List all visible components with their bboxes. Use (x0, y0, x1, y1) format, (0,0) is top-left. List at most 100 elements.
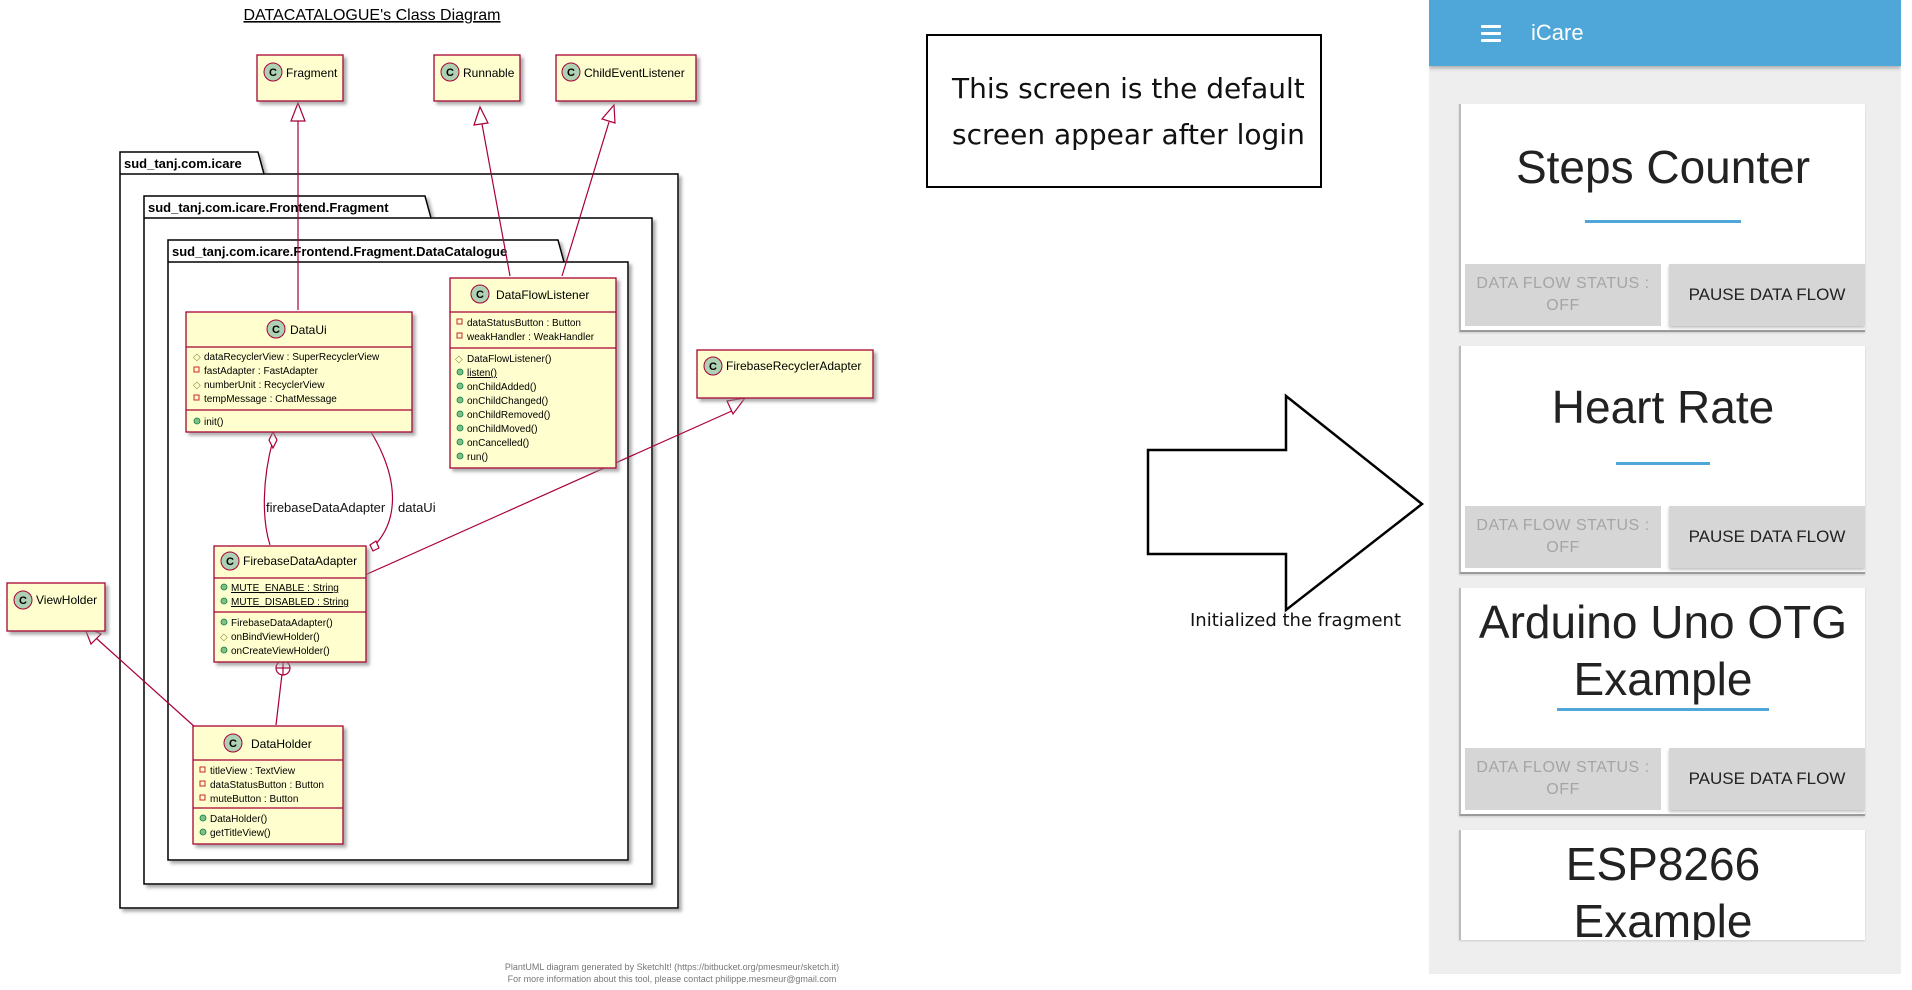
app-title: iCare (1531, 20, 1584, 45)
card-esp8266: ESP8266 Example (1459, 830, 1865, 940)
method: onChildAdded() (467, 382, 537, 393)
method: run() (467, 452, 488, 463)
card-buttons: DATA FLOW STATUS :OFF PAUSE DATA FLOW (1465, 506, 1865, 568)
pause-data-flow-button[interactable]: PAUSE DATA FLOW (1669, 506, 1865, 568)
class-firebase-recycler-adapter: C FirebaseRecyclerAdapter (696, 349, 874, 399)
class-icon: C (269, 67, 277, 79)
class-diagram: DATACATALOGUE's Class Diagram sud_tanj.c… (6, 7, 874, 984)
card-title: Arduino Uno OTG Example (1478, 596, 1848, 705)
class-data-flow-listener: C DataFlowListener dataStatusButton : Bu… (449, 277, 617, 469)
method: onBindViewHolder() (231, 632, 320, 643)
field: dataRecyclerView : SuperRecyclerView (204, 352, 380, 363)
diagram-title: DATACATALOGUE's Class Diagram (243, 7, 500, 24)
data-flow-status-button[interactable]: DATA FLOW STATUS :OFF (1465, 506, 1661, 568)
title-underline (1557, 708, 1769, 711)
svg-text:◇: ◇ (220, 632, 228, 643)
footer-line: For more information about this tool, pl… (508, 974, 837, 984)
hamburger-menu-icon[interactable] (1481, 24, 1501, 42)
method: DataFlowListener() (467, 354, 551, 365)
field: dataStatusButton : Button (467, 318, 581, 329)
class-fragment: C Fragment (256, 54, 344, 102)
generalization-line (481, 123, 511, 277)
aggregation-line (263, 439, 274, 546)
card-arduino-uno-otg: Arduino Uno OTG Example DATA FLOW STATUS… (1459, 588, 1865, 816)
footer-line: PlantUML diagram generated by SketchIt! … (505, 962, 839, 972)
package-label: sud_tanj.com.icare (124, 156, 242, 171)
method: onChildRemoved() (467, 410, 550, 421)
field: dataStatusButton : Button (210, 780, 324, 791)
class-view-holder: C ViewHolder (6, 582, 106, 632)
field: MUTE_ENABLE : String (231, 583, 339, 594)
title-underline (1616, 462, 1710, 465)
package-label: sud_tanj.com.icare.Frontend.Fragment (148, 200, 389, 215)
class-name: FirebaseDataAdapter (243, 554, 357, 568)
class-runnable: C Runnable (433, 54, 521, 102)
arrow-caption: Initialized the fragment (1190, 610, 1402, 631)
right-arrow-icon (1146, 393, 1425, 613)
note-line: screen appear after login (952, 118, 1305, 151)
class-data-ui: C DataUi ◇ dataRecyclerView : SuperRecyc… (185, 311, 413, 433)
method: DataHolder() (210, 814, 267, 825)
card-title: ESP8266 Example (1565, 838, 1761, 940)
class-icon: C (272, 324, 280, 336)
field: MUTE_DISABLED : String (231, 597, 349, 608)
package-label: sud_tanj.com.icare.Frontend.Fragment.Dat… (172, 244, 507, 259)
class-firebase-data-adapter: C FirebaseDataAdapter MUTE_ENABLE : Stri… (213, 545, 367, 663)
pause-data-flow-button[interactable]: PAUSE DATA FLOW (1669, 264, 1865, 326)
method: onCancelled() (467, 438, 529, 449)
pause-data-flow-button[interactable]: PAUSE DATA FLOW (1669, 748, 1865, 810)
class-data-holder: C DataHolder titleView : TextView dataSt… (192, 725, 344, 845)
field: titleView : TextView (210, 766, 296, 777)
generalization-line (364, 409, 735, 576)
field: muteButton : Button (210, 794, 298, 805)
class-name: ChildEventListener (584, 66, 685, 80)
data-flow-status-button[interactable]: DATA FLOW STATUS :OFF (1465, 264, 1661, 326)
class-name: DataFlowListener (496, 288, 589, 302)
field: weakHandler : WeakHandler (466, 332, 595, 343)
method: listen() (467, 368, 497, 379)
card-buttons: DATA FLOW STATUS :OFF PAUSE DATA FLOW (1465, 264, 1865, 326)
svg-text:◇: ◇ (193, 380, 201, 391)
class-name: ViewHolder (36, 593, 97, 607)
method: onCreateViewHolder() (231, 646, 330, 657)
class-child-event-listener: C ChildEventListener (555, 54, 697, 102)
card-title: Steps Counter (1515, 141, 1811, 193)
method: getTitleView() (210, 828, 271, 839)
svg-text:◇: ◇ (193, 352, 201, 363)
note-line: This screen is the default (952, 72, 1305, 105)
card-list: Steps Counter DATA FLOW STATUS :OFF PAUS… (1459, 104, 1865, 954)
class-icon: C (476, 289, 484, 301)
edge-label-data-ui: dataUi (398, 500, 436, 515)
association-line (370, 431, 394, 546)
class-icon: C (567, 67, 575, 79)
method: FirebaseDataAdapter() (231, 618, 333, 629)
card-steps-counter: Steps Counter DATA FLOW STATUS :OFF PAUS… (1459, 104, 1865, 332)
method: onChildMoved() (467, 424, 538, 435)
class-icon: C (446, 67, 454, 79)
class-name: Runnable (463, 66, 515, 80)
generalization-line (95, 637, 197, 729)
method: init() (204, 417, 223, 428)
method: onChildChanged() (467, 396, 548, 407)
app-bar: iCare (1429, 0, 1901, 66)
data-flow-status-button[interactable]: DATA FLOW STATUS :OFF (1465, 748, 1661, 810)
card-buttons: DATA FLOW STATUS :OFF PAUSE DATA FLOW (1465, 748, 1865, 810)
field: numberUnit : RecyclerView (204, 380, 325, 391)
generalization-line (561, 121, 610, 277)
edge-label-firebase-data-adapter: firebaseDataAdapter (266, 500, 386, 515)
svg-text:◇: ◇ (455, 354, 463, 365)
field: fastAdapter : FastAdapter (204, 366, 319, 377)
title-underline (1585, 220, 1741, 223)
phone-screen: iCare Steps Counter DATA FLOW STATUS :OF… (1429, 0, 1901, 974)
class-name: FirebaseRecyclerAdapter (726, 359, 861, 373)
class-name: DataUi (290, 323, 327, 337)
field: tempMessage : ChatMessage (204, 394, 337, 405)
class-name: DataHolder (251, 737, 312, 751)
class-icon: C (709, 361, 717, 373)
class-icon: C (19, 595, 27, 607)
class-icon: C (229, 738, 237, 750)
nesting-line (275, 673, 283, 726)
class-name: Fragment (286, 66, 338, 80)
card-title: Heart Rate (1551, 381, 1775, 433)
class-icon: C (226, 556, 234, 568)
